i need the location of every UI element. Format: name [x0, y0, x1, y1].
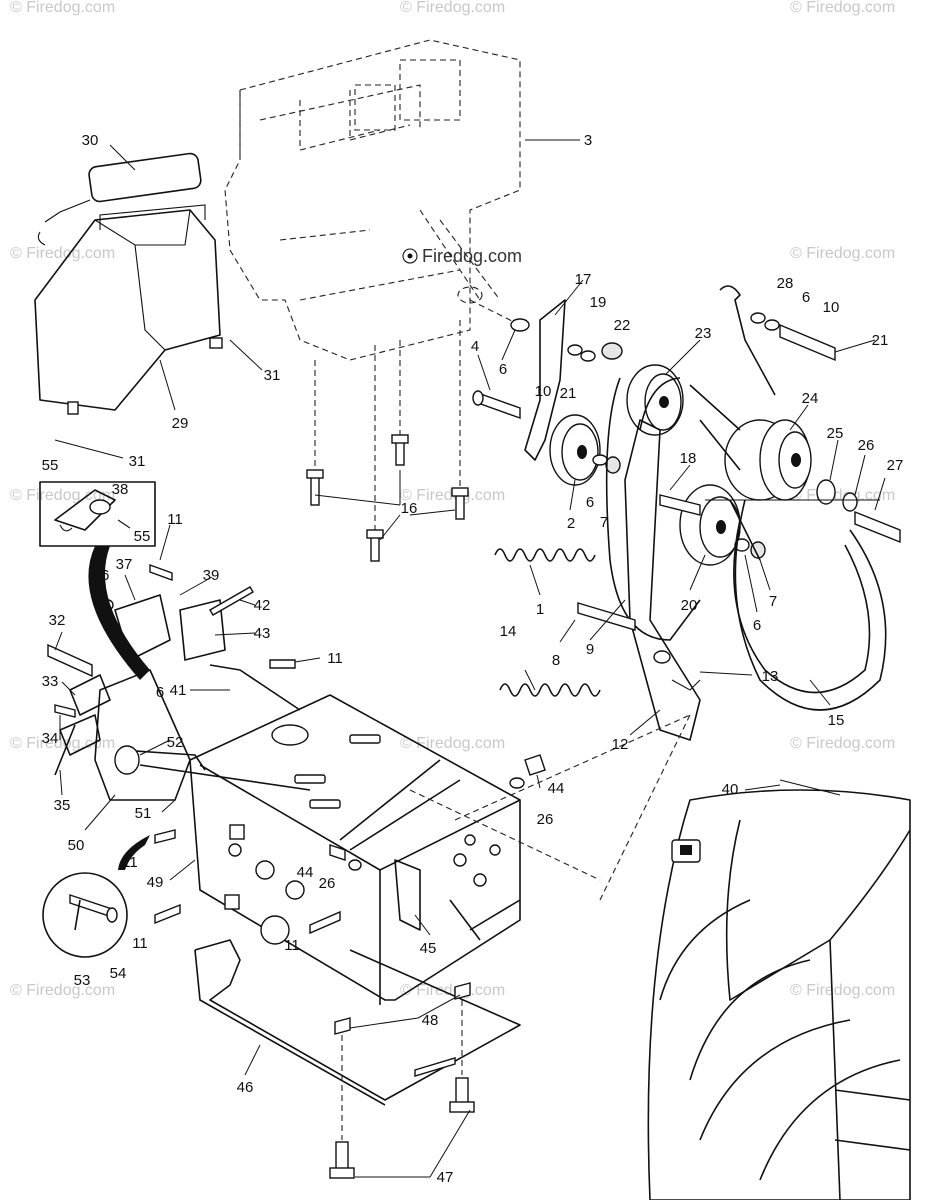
callout-11: 11 — [122, 854, 138, 871]
callout-24: 24 — [802, 390, 819, 407]
callout-9: 9 — [586, 641, 594, 658]
callout-26: 26 — [319, 875, 336, 892]
callout-10: 10 — [535, 383, 552, 400]
callout-44: 44 — [548, 780, 565, 797]
callout-41: 41 — [170, 682, 187, 699]
callout-6: 6 — [586, 494, 594, 511]
watermark-text: © Firedog.com — [10, 982, 115, 999]
callout-35: 35 — [54, 797, 71, 814]
callout-21: 21 — [872, 332, 889, 349]
callout-53: 53 — [74, 972, 91, 989]
callout-6: 6 — [753, 617, 761, 634]
callout-26: 26 — [537, 811, 554, 828]
callout-39: 39 — [203, 567, 220, 584]
callout-15: 15 — [828, 712, 845, 729]
callout-34: 34 — [42, 730, 59, 747]
callout-12: 12 — [612, 736, 629, 753]
callout-2: 2 — [567, 515, 575, 532]
callout-11: 11 — [132, 935, 148, 952]
center-watermark: Firedog.com — [402, 246, 522, 266]
callout-20: 20 — [681, 597, 698, 614]
callout-7: 7 — [769, 593, 777, 610]
callout-27: 27 — [887, 457, 904, 474]
watermark-center-text: Firedog.com — [422, 246, 522, 266]
leader-lines — [54, 139, 886, 1178]
callout-6: 6 — [499, 361, 507, 378]
callout-4: 4 — [471, 338, 479, 355]
callout-38: 38 — [112, 481, 129, 498]
callout-32: 32 — [49, 612, 66, 629]
callout-49: 49 — [147, 874, 164, 891]
engine-bolts — [306, 320, 469, 562]
drive-frame — [189, 694, 521, 1005]
callout-55: 55 — [42, 457, 59, 474]
callout-13: 13 — [762, 668, 779, 685]
callout-47: 47 — [437, 1169, 454, 1186]
bottom-plate — [194, 939, 521, 1179]
callout-33: 33 — [42, 673, 59, 690]
callout-40: 40 — [722, 781, 739, 798]
springs — [494, 548, 601, 697]
callout-7: 7 — [600, 514, 608, 531]
callout-23: 23 — [695, 325, 712, 342]
belt-cover — [34, 152, 223, 415]
callout-17: 17 — [575, 271, 592, 288]
callout-11: 11 — [327, 650, 343, 667]
callout-31: 31 — [129, 453, 146, 470]
auger-housing — [647, 779, 911, 1200]
watermark-text: © Firedog.com — [400, 982, 505, 999]
watermark-text: © Firedog.com — [790, 245, 895, 262]
callout-44: 44 — [297, 864, 314, 881]
callout-6: 6 — [802, 289, 810, 306]
watermark-text: © Firedog.com — [10, 487, 115, 504]
pulley-assembly — [472, 285, 901, 741]
callout-51: 51 — [135, 805, 152, 822]
callout-6: 6 — [156, 684, 164, 701]
callout-21: 21 — [560, 385, 577, 402]
callout-1: 1 — [536, 601, 544, 618]
callout-labels: 3 17 19 22 23 28 6 10 21 4 6 10 21 24 25… — [42, 132, 904, 1186]
callout-8: 8 — [552, 652, 560, 669]
callout-45: 45 — [420, 940, 437, 957]
watermark-text: © Firedog.com — [790, 735, 895, 752]
callout-29: 29 — [172, 415, 189, 432]
watermark-text: © Firedog.com — [790, 0, 895, 16]
callout-22: 22 — [614, 317, 631, 334]
callout-30: 30 — [82, 132, 99, 149]
watermark-text: © Firedog.com — [400, 735, 505, 752]
callout-28: 28 — [777, 275, 794, 292]
callout-26: 26 — [858, 437, 875, 454]
callout-55: 55 — [134, 528, 151, 545]
callout-11: 11 — [167, 511, 183, 528]
watermark-text: © Firedog.com — [10, 245, 115, 262]
callout-18: 18 — [680, 450, 697, 467]
callout-10: 10 — [823, 299, 840, 316]
callout-43: 43 — [254, 625, 271, 642]
callout-42: 42 — [254, 597, 271, 614]
callout-31: 31 — [264, 367, 281, 384]
callout-52: 52 — [167, 734, 184, 751]
callout-11: 11 — [284, 937, 300, 954]
engine — [224, 39, 521, 361]
watermark-text: © Firedog.com — [400, 0, 505, 16]
inset-detail-53 — [42, 835, 150, 958]
callout-36: 36 — [93, 567, 110, 584]
callout-37: 37 — [116, 556, 133, 573]
callout-16: 16 — [401, 500, 418, 517]
callout-50: 50 — [68, 837, 85, 854]
callout-19: 19 — [590, 294, 607, 311]
callout-46: 46 — [237, 1079, 254, 1096]
callout-54: 54 — [110, 965, 127, 982]
callout-3: 3 — [584, 132, 592, 149]
callout-14: 14 — [500, 623, 517, 640]
watermark-text: © Firedog.com — [790, 982, 895, 999]
watermark-text: © Firedog.com — [10, 735, 115, 752]
watermark-text: © Firedog.com — [10, 0, 115, 16]
callout-25: 25 — [827, 425, 844, 442]
callout-48: 48 — [422, 1012, 439, 1029]
